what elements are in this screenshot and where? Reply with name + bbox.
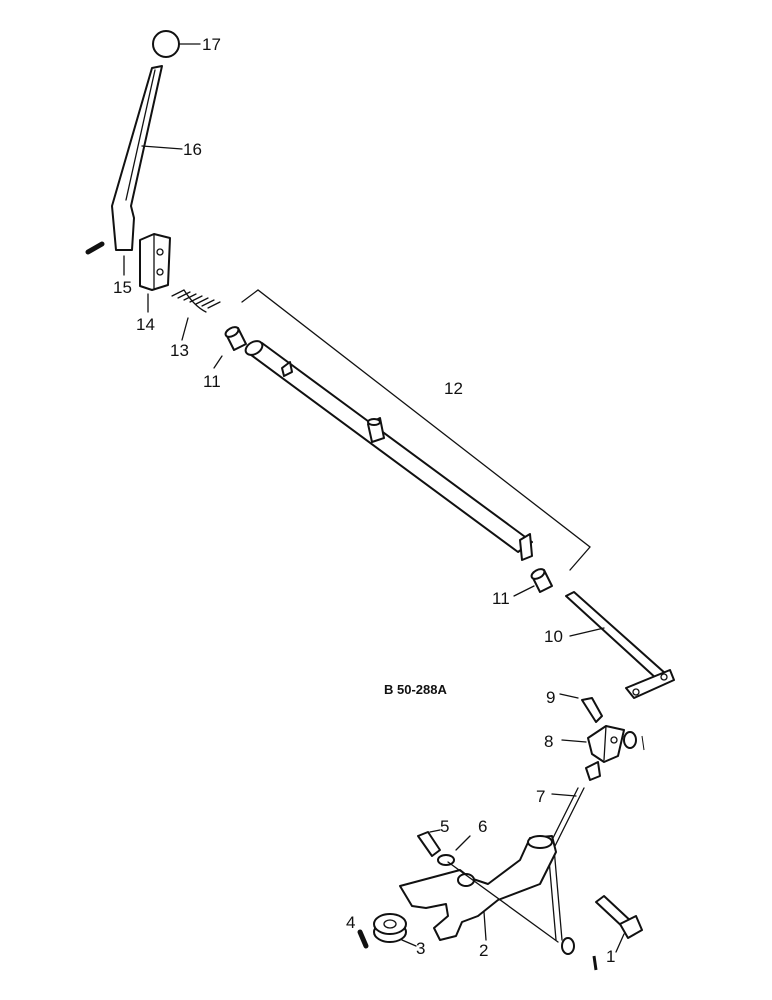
part-shift-shaft xyxy=(241,289,591,571)
part-link-rod xyxy=(547,787,585,941)
callout-12: 12 xyxy=(444,379,463,398)
callout-16: 16 xyxy=(183,140,202,159)
callout-6: 6 xyxy=(478,817,487,836)
callout-2: 2 xyxy=(479,941,488,960)
callout-11-upper: 11 xyxy=(203,372,221,391)
callout-1: 1 xyxy=(606,947,615,966)
callout-7: 7 xyxy=(536,787,545,806)
part-spring xyxy=(171,289,221,341)
part-bushing-upper xyxy=(213,326,247,369)
part-roll-pin xyxy=(85,241,125,276)
callout-17: 17 xyxy=(202,35,221,54)
part-bolt-medium xyxy=(417,829,441,857)
callout-8: 8 xyxy=(544,732,553,751)
part-rod-and-arm xyxy=(565,591,675,699)
part-shift-fork xyxy=(399,835,559,943)
callout-11-lower: 11 xyxy=(492,589,510,608)
callout-5: 5 xyxy=(440,817,449,836)
part-shift-lever xyxy=(111,65,183,251)
part-nut xyxy=(373,913,417,947)
diagram-code: B 50-288A xyxy=(384,682,447,697)
callout-9: 9 xyxy=(546,688,555,707)
part-bushing-lower xyxy=(513,568,553,597)
callout-10: 10 xyxy=(544,627,563,646)
callout-4: 4 xyxy=(346,913,355,932)
callout-3: 3 xyxy=(416,939,425,958)
part-washer xyxy=(437,835,471,866)
callout-14: 14 xyxy=(136,315,155,334)
part-pin xyxy=(357,929,369,949)
part-block xyxy=(139,233,171,313)
callout-13: 13 xyxy=(170,341,189,360)
part-knob xyxy=(152,30,201,58)
part-clevis xyxy=(561,725,645,781)
part-bolt-small xyxy=(559,693,603,723)
part-bolt-large xyxy=(561,895,643,971)
callout-15: 15 xyxy=(113,278,132,297)
